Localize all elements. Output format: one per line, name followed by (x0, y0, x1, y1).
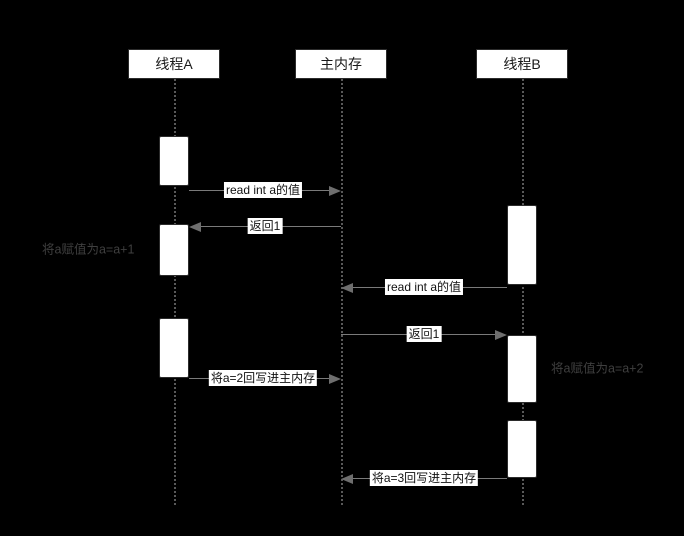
activation-bar[interactable] (159, 318, 189, 378)
arrowhead-left-icon (189, 222, 201, 232)
activation-bar[interactable] (507, 420, 537, 478)
arrowhead-right-icon (329, 186, 341, 196)
activation-bar[interactable] (159, 224, 189, 276)
lifeline-thread-a (174, 79, 176, 505)
arrowhead-left-icon (341, 474, 353, 484)
actor-header-thread-b[interactable]: 线程B (476, 49, 568, 79)
arrowhead-right-icon (495, 330, 507, 340)
actor-header-thread-a[interactable]: 线程A (128, 49, 220, 79)
lifeline-thread-b (522, 79, 524, 505)
actor-header-main-memory[interactable]: 主内存 (295, 49, 387, 79)
message-label: 将a=2回写进主内存 (208, 370, 318, 386)
arrowhead-right-icon (329, 374, 341, 384)
activation-bar[interactable] (159, 136, 189, 186)
note-assign-a-plus-1: 将a赋值为a=a+1 (42, 242, 135, 257)
message-label: 将a=3回写进主内存 (369, 470, 479, 486)
arrowhead-left-icon (341, 283, 353, 293)
message-label: read int a的值 (384, 279, 464, 295)
message-label: read int a的值 (223, 182, 303, 198)
activation-bar[interactable] (507, 335, 537, 403)
note-assign-a-plus-2: 将a赋值为a=a+2 (551, 361, 644, 376)
message-label: 返回1 (247, 218, 283, 234)
activation-bar[interactable] (507, 205, 537, 285)
message-label: 返回1 (406, 326, 442, 342)
